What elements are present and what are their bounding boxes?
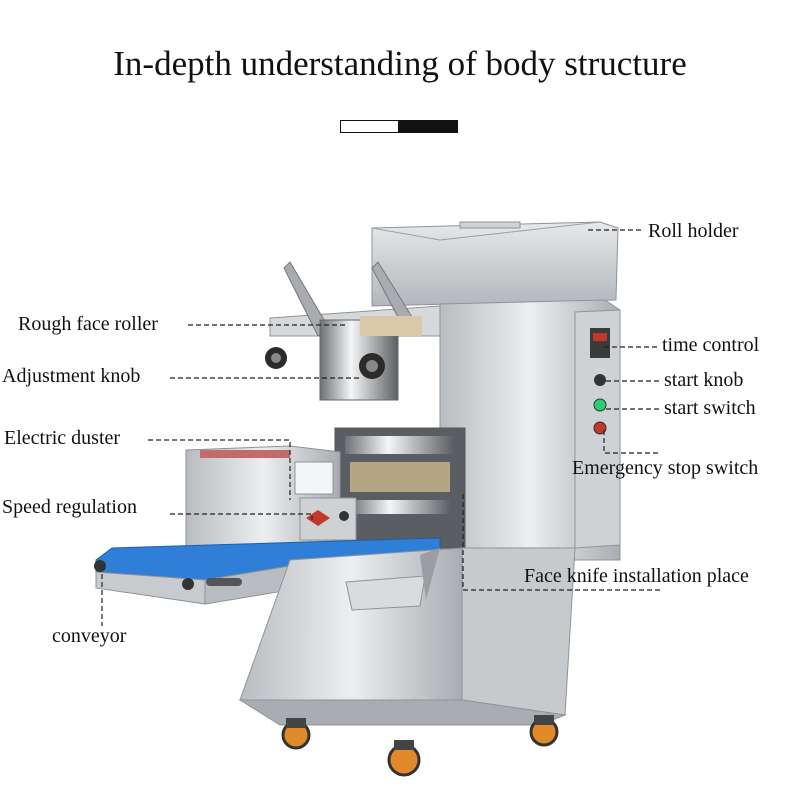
title-divider (340, 120, 458, 133)
label-adjustment-knob: Adjustment knob (2, 365, 141, 387)
leader-lines (101, 229, 660, 626)
label-emergency-stop-switch: Emergency stop switch (572, 457, 759, 479)
control-panel (590, 328, 610, 435)
leader-speed-regulation (170, 513, 313, 520)
label-electric-duster: Electric duster (4, 427, 121, 449)
time-control-display (590, 328, 610, 358)
page-title: In-depth understanding of body structure (113, 44, 687, 83)
emergency-stop-switch (593, 421, 607, 435)
leader-face-knife (462, 494, 660, 591)
leader-emergency-stop (603, 430, 660, 454)
label-speed-regulation: Speed regulation (2, 496, 137, 518)
label-time-control: time control (662, 334, 760, 356)
middle-rollers (334, 427, 466, 549)
roll-holder (371, 221, 619, 307)
start-knob (594, 374, 606, 386)
label-start-switch: start switch (664, 397, 756, 419)
main-cabinet (269, 299, 621, 561)
label-face-knife-installation-place: Face knife installation place (524, 565, 749, 587)
speed-regulation-panel (299, 497, 357, 541)
rough-face-roller (265, 261, 422, 401)
start-switch (593, 398, 607, 412)
divider-white-segment (340, 120, 400, 133)
label-start-knob: start knob (664, 369, 744, 391)
label-rough-face-roller: Rough face roller (18, 313, 158, 335)
caster-wheels (281, 715, 559, 777)
label-conveyor: conveyor (52, 625, 127, 647)
divider-black-segment (399, 120, 458, 133)
label-roll-holder: Roll holder (648, 220, 739, 242)
